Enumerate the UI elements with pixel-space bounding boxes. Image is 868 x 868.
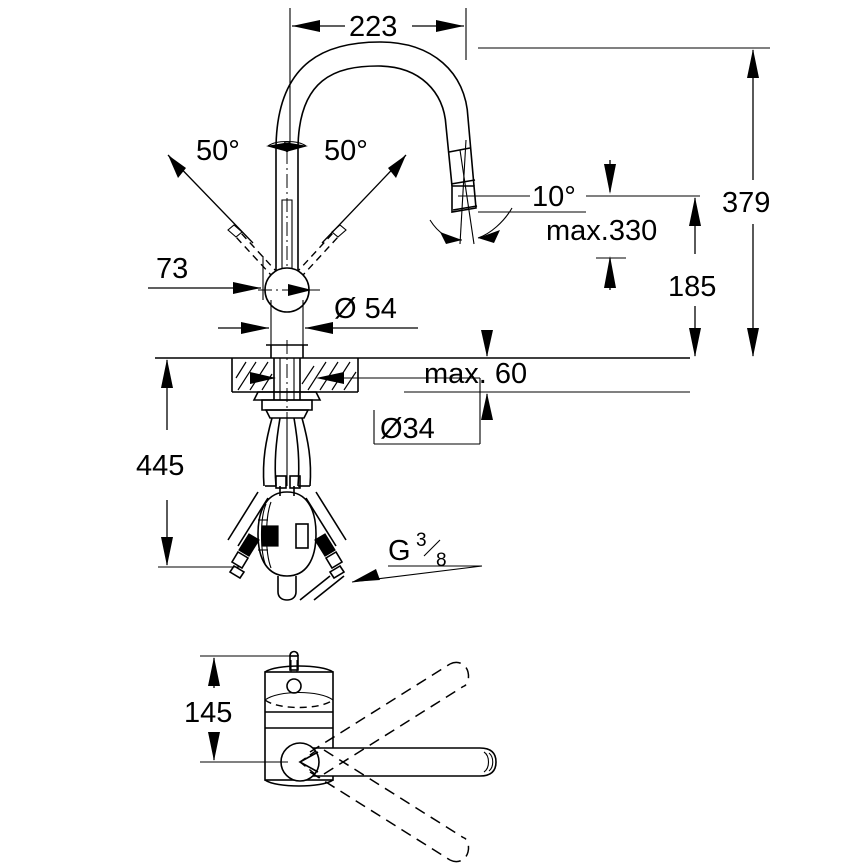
dim-handle-length: 145 [184,655,294,763]
supply-hose-left [227,491,269,580]
dim-handle-clearance: 73 [148,253,264,300]
valve-connector-nuts [275,475,301,489]
dim-label-max330: max.330 [546,215,657,247]
dim-hose-length: 445 [136,357,240,568]
dim-label-223: 223 [349,11,397,43]
dim-label-379: 379 [722,187,770,219]
handle-swing-positions [227,224,347,288]
dim-swivel-left: 50° [167,135,254,244]
callout-thread: G 3 8 [351,530,483,583]
dim-label-max60: max. 60 [424,358,527,390]
dim-spout-reach: 223 [289,8,467,150]
dim-label-thread-numerator: 3 [416,530,427,551]
dim-spray-height: 185 [650,195,716,357]
dim-overall-height: 379 [478,47,770,357]
callout-mounting-hole: Ø34 [250,372,481,445]
dim-label-185: 185 [668,271,716,303]
dim-counter-thickness: max. 60 [404,330,690,420]
dim-spout-tip-angle: 10° [429,139,690,245]
supply-hose-right [299,491,347,601]
spout-gooseneck [275,41,478,213]
dim-label-thread-letter: G [388,535,411,567]
dim-label-50-left: 50° [196,135,240,167]
dim-label-73: 73 [156,253,188,285]
swivel-pivot-marks [266,140,308,152]
dim-body-diameter: Ø 54 [218,293,418,345]
dim-swivel-right: 50° [321,135,407,244]
flexible-hoses [262,417,312,487]
dim-label-145: 145 [184,697,232,729]
mounting-shank [252,340,322,430]
dim-label-thread-denominator: 8 [436,550,447,571]
valve-body [257,486,317,601]
dim-label-d34: Ø34 [380,413,435,445]
dim-label-50-right: 50° [324,135,368,167]
dim-label-445: 445 [136,450,184,482]
dim-label-d54: Ø 54 [334,293,397,325]
dim-spray-max-reach: max.330 [478,160,657,290]
hatch-right [301,361,357,391]
plan-lever-handle [280,742,497,782]
plan-view [264,650,497,863]
dim-label-10deg: 10° [532,181,576,213]
plan-handle-swing-positions [299,661,470,863]
countertop-section [155,357,690,393]
